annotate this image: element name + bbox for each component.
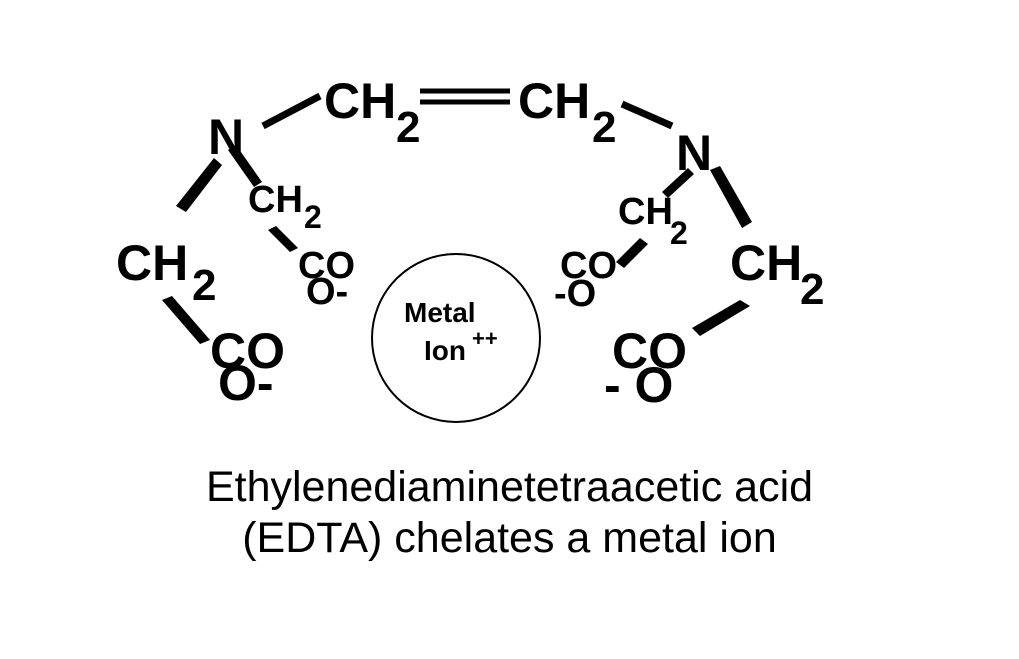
right-outer-minus-o: - O [604,357,673,413]
right-outer-co: CO [612,323,687,379]
wedge-left-n-to-outer-ch2 [176,158,222,212]
wedge-left-inner-ch2-to-co [268,226,298,252]
wedge-left-n-to-inner-ch2 [228,145,262,187]
wedge-right-outer-ch2-to-co [692,300,750,336]
left-inner-co: CO [298,245,355,287]
left-outer-co: CO [210,323,285,379]
nitrogen-right-label: N [676,125,712,181]
right-inner-co: CO [560,245,617,287]
left-inner-subscript: 2 [304,199,322,235]
left-outer-ch: CH [116,235,188,291]
metal-ion-label-line1: Metal [404,297,476,328]
ethylene-right-ch: CH [518,73,590,129]
left-inner-ch: CH [248,179,303,221]
metal-ion-label-line2: Ion [424,335,466,366]
right-outer-subscript: 2 [800,265,824,314]
right-outer-ch: CH [730,235,802,291]
ethylene-right-subscript: 2 [592,103,616,152]
left-inner-o-minus: O- [306,271,348,313]
bond-ch2-to-n-right [620,100,674,130]
wedge-right-n-to-inner-ch2 [662,168,694,198]
bond-n-left-to-ch2 [261,92,322,130]
right-inner-ch: CH [618,191,673,233]
metal-ion-circle [371,253,541,423]
wedge-left-outer-ch2-to-co [162,296,210,344]
wedge-right-inner-ch2-to-co [616,238,648,268]
right-inner-minus-o: -O [554,273,596,315]
caption-line-1: Ethylenediaminetetraacetic acid [205,463,814,511]
ethylene-left-subscript: 2 [396,103,420,152]
right-inner-subscript: 2 [670,215,688,251]
ethylene-left-ch: CH [324,73,396,129]
nitrogen-left-label: N [208,109,244,165]
left-outer-subscript: 2 [192,261,216,310]
wedge-right-n-to-outer-ch2 [710,166,752,228]
caption-line-2: (EDTA) chelates a metal ion [242,514,777,562]
left-outer-o-minus: O- [218,355,274,411]
metal-ion-charge: ++ [472,326,498,351]
